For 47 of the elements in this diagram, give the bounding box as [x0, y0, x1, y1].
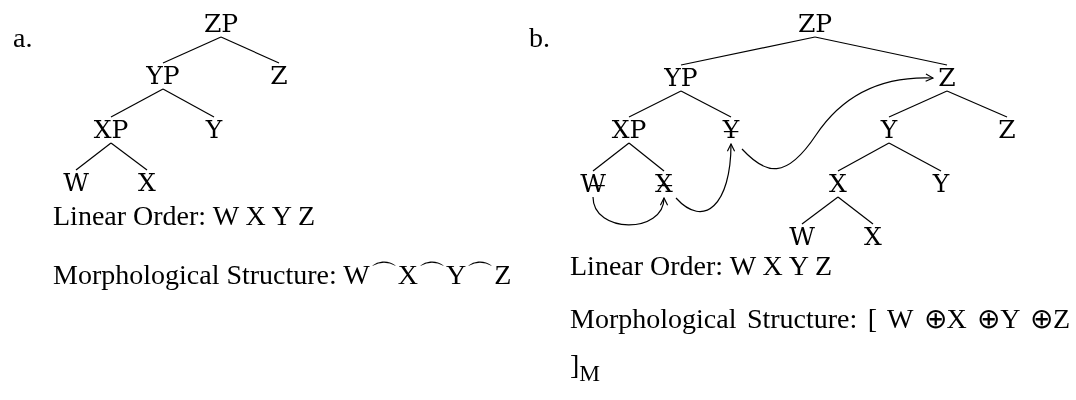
- tree-branch: [680, 90, 732, 118]
- tree-node-label: Z: [998, 117, 1016, 143]
- tree-branch: [680, 36, 816, 66]
- tree-branch: [888, 142, 942, 172]
- linear-order-text: Linear Order: W X Y Z: [570, 250, 833, 282]
- tree-branch: [837, 142, 890, 172]
- tree-node-label: Z: [938, 65, 956, 91]
- morphological-structure-text: Morphological Structure: W⌒X⌒Y⌒Z: [53, 259, 512, 291]
- tree-node-label: XP: [611, 117, 647, 143]
- tree-branch: [946, 90, 1008, 118]
- tree-branch: [592, 142, 630, 172]
- tree-node-label: ZP: [797, 11, 833, 37]
- tree-node-label: W̶: [580, 171, 606, 197]
- tree-node-label: Y: [880, 117, 898, 143]
- tree-node-label: ZP: [203, 11, 239, 37]
- tree-branch: [837, 196, 874, 225]
- movement-arrow: [675, 143, 735, 212]
- tree-node-label: X̶: [655, 171, 673, 197]
- tree-branch: [162, 36, 222, 64]
- tree-node-label: W: [789, 224, 815, 250]
- tree-node-label: W: [63, 170, 89, 196]
- tree-node-label: Z: [270, 63, 288, 89]
- tree-branch: [110, 88, 164, 118]
- tree-branch: [628, 90, 682, 118]
- tree-node-label: X: [138, 170, 156, 196]
- tree-branch: [888, 90, 948, 118]
- tree-node-label: YP: [146, 63, 180, 89]
- panel-letter: a.: [13, 22, 33, 54]
- tree-branch: [814, 36, 948, 66]
- tree-node-label: YP: [664, 65, 698, 91]
- tree-branch: [220, 36, 280, 64]
- linear-order-text: Linear Order: W X Y Z: [53, 200, 316, 232]
- tree-node-label: X: [829, 171, 847, 197]
- tree-branch: [162, 88, 215, 118]
- tree-branch: [628, 142, 665, 172]
- movement-arrow: [741, 73, 934, 170]
- morphological-structure-text: Morphological Structure: [ W ⊕X ⊕Y ⊕Z ]$_{M}$: [570, 302, 1070, 388]
- tree-node-label: X: [864, 224, 882, 250]
- tree-node-label: Y: [205, 117, 223, 143]
- tree-node-label: Y̶: [722, 117, 740, 143]
- movement-arrow: [592, 196, 667, 226]
- tree-branch: [801, 196, 839, 225]
- tree-node-label: Y: [932, 171, 950, 197]
- tree-branch: [110, 142, 148, 171]
- tree-branch: [75, 142, 112, 171]
- tree-node-label: XP: [93, 117, 129, 143]
- panel-letter: b.: [529, 22, 550, 54]
